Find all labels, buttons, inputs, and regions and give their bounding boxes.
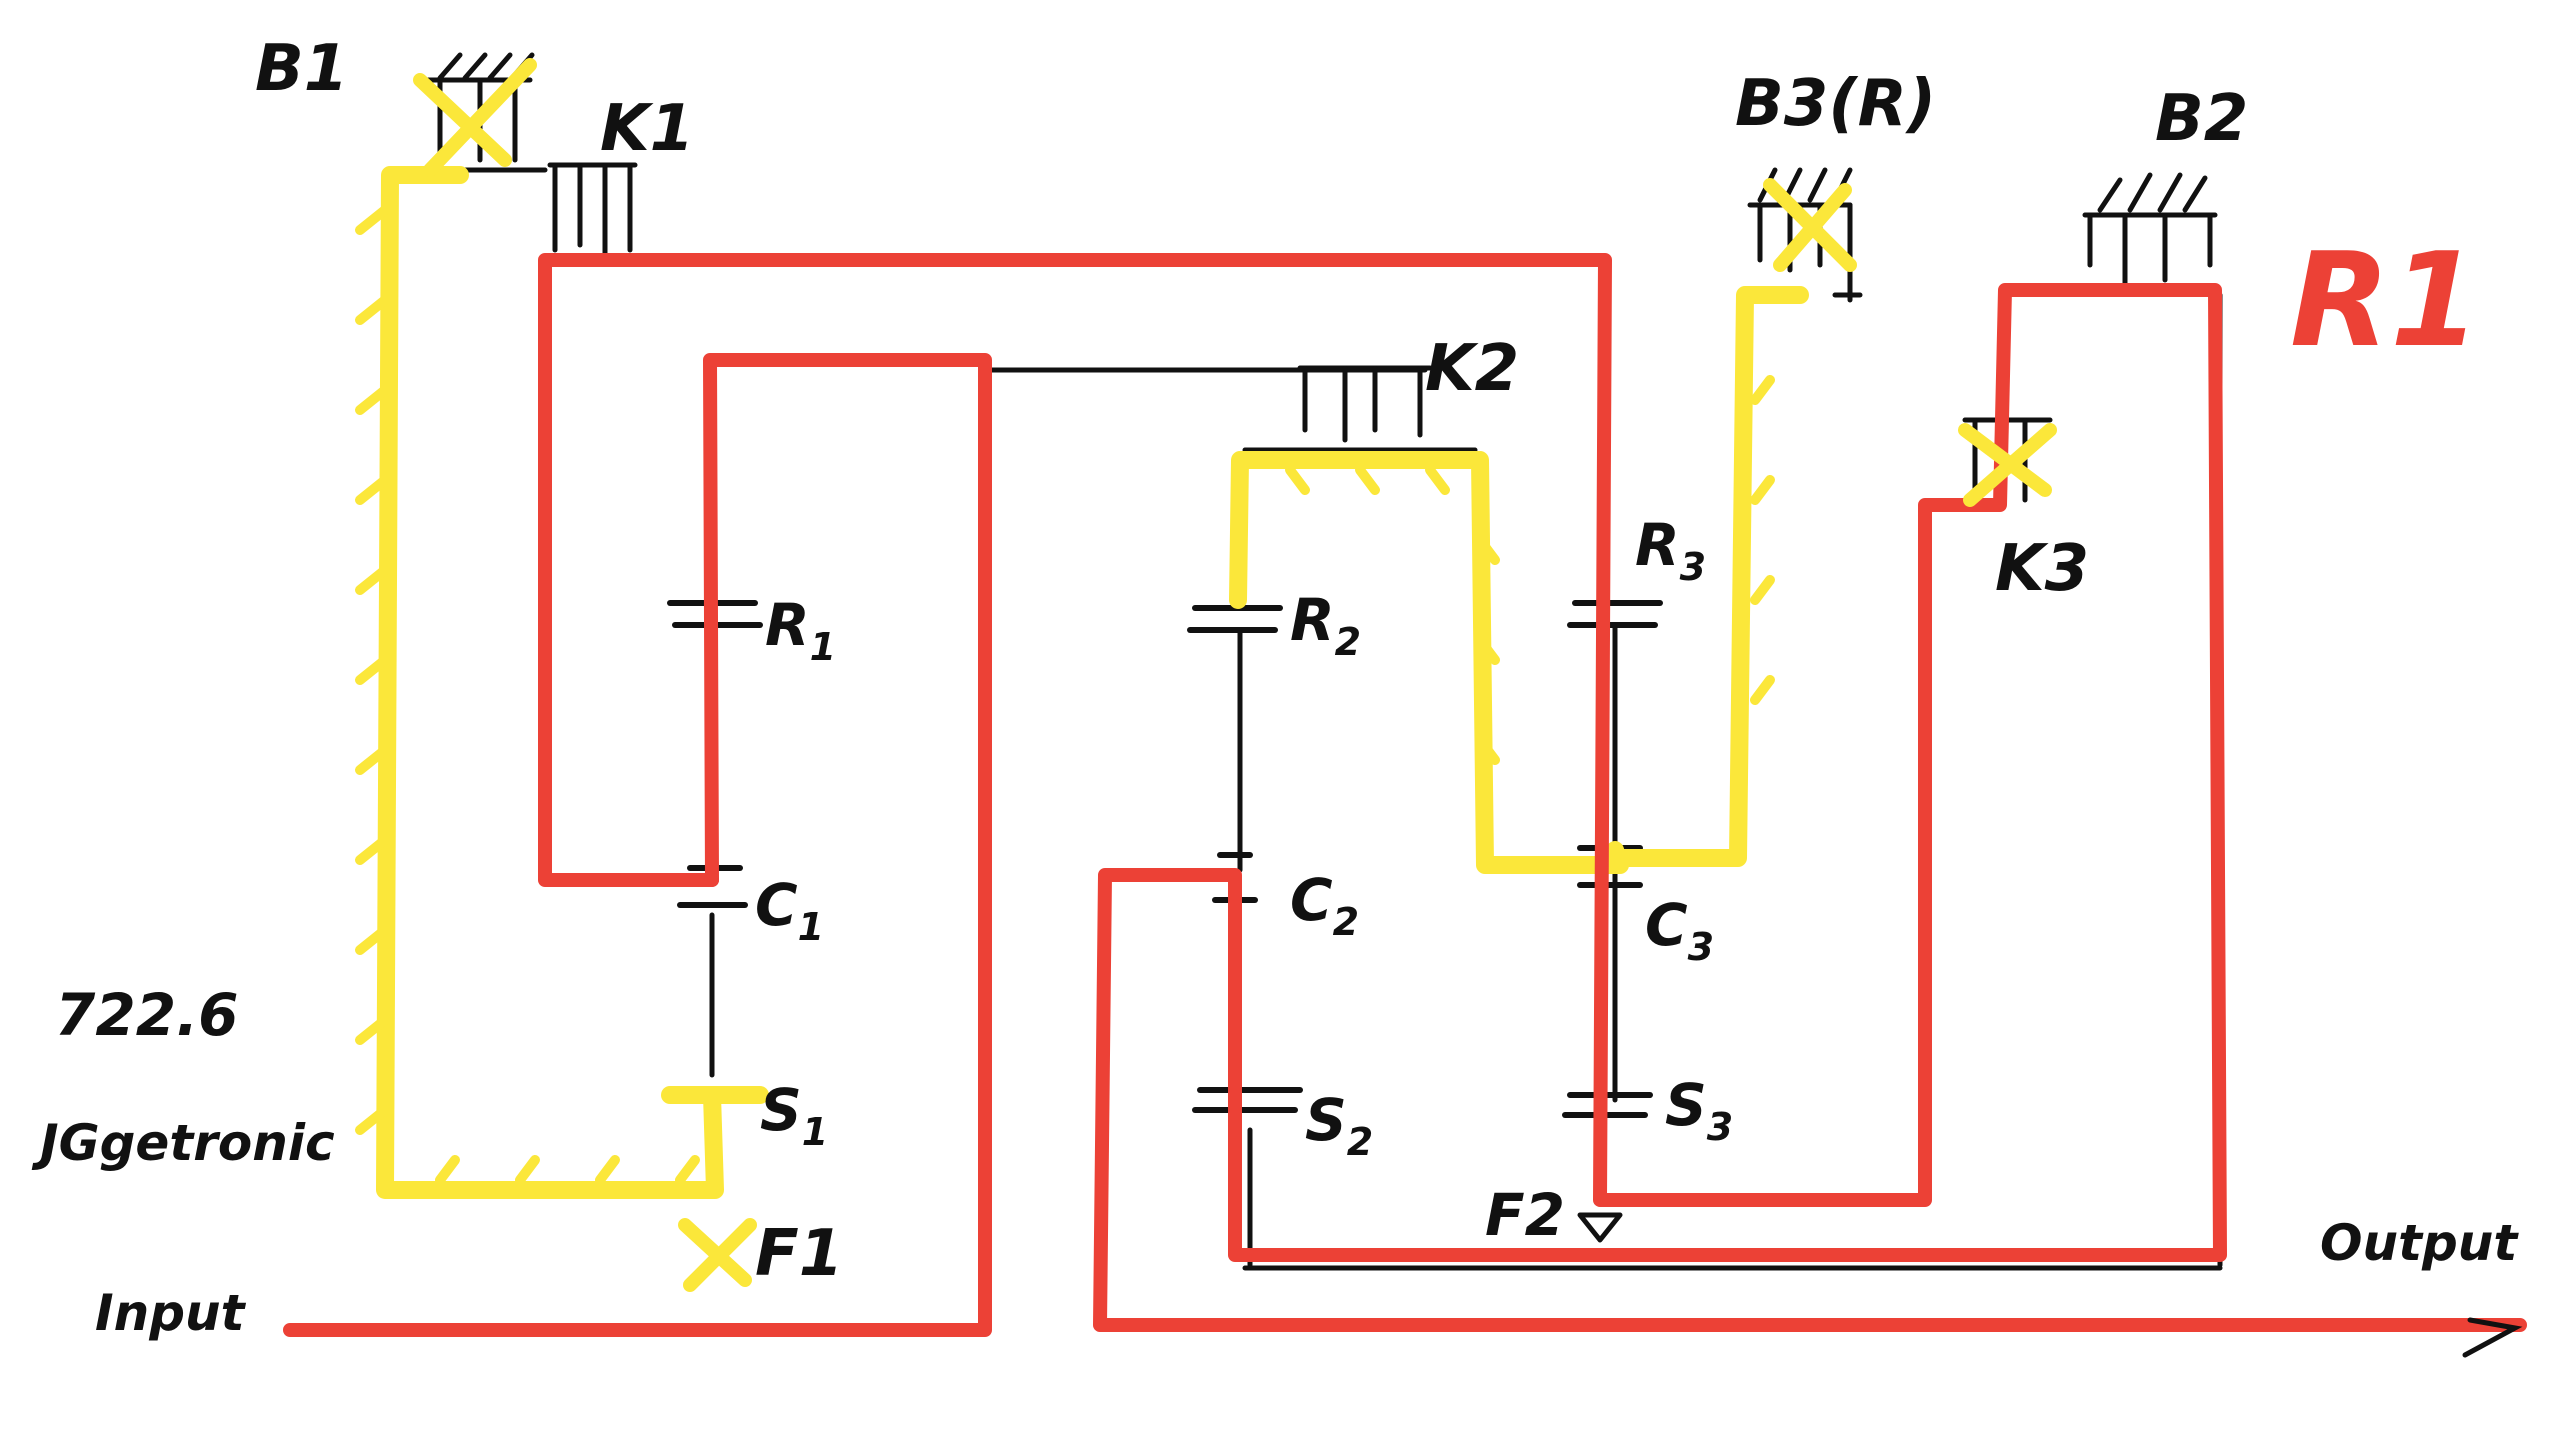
k1-clutch-plates bbox=[547, 162, 638, 258]
f1-label: F1 bbox=[755, 1217, 843, 1291]
output-arrow-icon bbox=[2462, 1317, 2523, 1358]
b2-ground-symbol bbox=[2082, 172, 2218, 293]
k3-label: K3 bbox=[1995, 532, 2089, 606]
k3-x-icon bbox=[1958, 423, 2057, 507]
b1-x-icon bbox=[413, 58, 537, 177]
r3-label: R3 bbox=[1635, 511, 1706, 589]
b3-label: B3(R) bbox=[1735, 67, 1936, 141]
k2-clutch-plates bbox=[1242, 365, 1478, 453]
model-sublabel: JGgetronic bbox=[31, 1114, 335, 1172]
k1-label: K1 bbox=[600, 92, 694, 166]
yellow-power-path bbox=[376, 166, 1809, 1199]
yellow-x-marks bbox=[413, 58, 2057, 1292]
c1-label: C1 bbox=[755, 871, 824, 949]
r2-label: R2 bbox=[1290, 586, 1361, 664]
r1-label: R1 bbox=[765, 591, 836, 669]
yellow-hatching bbox=[355, 205, 1775, 1185]
f2-freewheel-arrow bbox=[1577, 1212, 1623, 1243]
red-power-path bbox=[283, 253, 2527, 1337]
ring-annotation: R1 bbox=[2290, 224, 2481, 376]
f1-x-icon bbox=[678, 1218, 757, 1292]
f2-label: F2 bbox=[1485, 1181, 1565, 1249]
model-label: 722.6 bbox=[55, 981, 238, 1049]
k2-label: K2 bbox=[1425, 332, 1519, 406]
input-label: Input bbox=[95, 1284, 247, 1342]
s1-label: S1 bbox=[760, 1076, 828, 1154]
b2-label: B2 bbox=[2155, 82, 2248, 156]
output-label: Output bbox=[2320, 1214, 2519, 1272]
b3-x-icon bbox=[1763, 178, 1857, 272]
s2-label: S2 bbox=[1305, 1086, 1373, 1164]
s3-label: S3 bbox=[1665, 1071, 1733, 1149]
c3-label: C3 bbox=[1645, 891, 1714, 969]
b1-label: B1 bbox=[255, 32, 348, 106]
c2-label: C2 bbox=[1290, 866, 1359, 944]
